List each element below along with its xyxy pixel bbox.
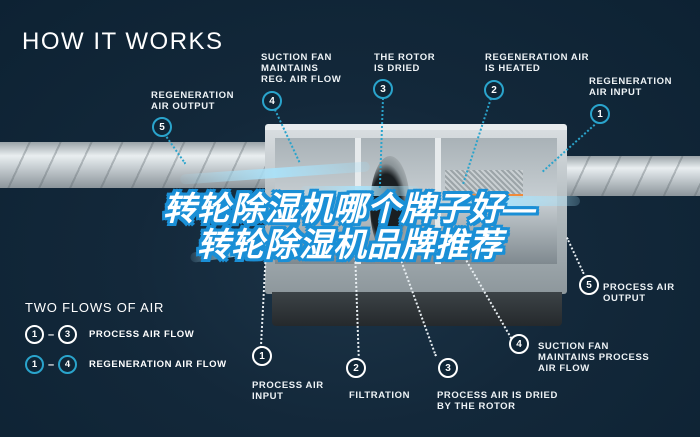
rotor	[370, 156, 410, 256]
step-badge: 5	[152, 117, 172, 137]
label-process-air-input: PROCESS AIR INPUT	[252, 380, 324, 402]
legend-dash: –	[47, 328, 55, 341]
step-badge: 3	[438, 358, 458, 378]
headline-line-2: 转轮除湿机品牌推荐	[197, 226, 503, 263]
label-suction-fan-process: SUCTION FAN MAINTAINS PROCESS AIR FLOW	[538, 341, 650, 374]
step-badge: 4	[262, 91, 282, 111]
label-regeneration-input: REGENERATION AIR INPUT	[589, 76, 673, 98]
label-regeneration-heated: REGENERATION AIR IS HEATED	[485, 52, 590, 74]
label-process-dried: PROCESS AIR IS DRIED BY THE ROTOR	[437, 390, 558, 412]
label-regeneration-air-output: REGENERATION AIR OUTPUT	[151, 90, 235, 112]
cabinet-base	[272, 292, 562, 326]
label-process-air-output: PROCESS AIR OUTPUT	[603, 282, 675, 304]
legend-label: PROCESS AIR FLOW	[89, 329, 195, 340]
regeneration-airflow	[300, 186, 420, 196]
step-badge: 2	[346, 358, 366, 378]
headline-line-1: 转轮除湿机哪个牌子好—	[163, 190, 537, 227]
right-duct	[560, 156, 700, 196]
legend-title: TWO FLOWS OF AIR	[25, 300, 165, 315]
legend-badge: 1	[25, 325, 44, 344]
legend-badge: 1	[25, 355, 44, 374]
left-duct	[0, 142, 280, 188]
step-badge: 3	[373, 79, 393, 99]
step-badge: 2	[484, 80, 504, 100]
step-badge: 1	[590, 104, 610, 124]
step-badge: 5	[579, 275, 599, 295]
legend-dash: –	[47, 358, 55, 371]
process-airflow	[440, 196, 580, 206]
step-badge: 1	[252, 346, 272, 366]
cabinet-interior	[275, 138, 557, 264]
legend-badge: 4	[58, 355, 77, 374]
legend-badge: 3	[58, 325, 77, 344]
page-title: HOW IT WORKS	[22, 28, 224, 55]
step-badge: 4	[509, 334, 529, 354]
label-suction-fan-reg: SUCTION FAN MAINTAINS REG. AIR FLOW	[261, 52, 342, 85]
label-rotor-dried: THE ROTOR IS DRIED	[374, 52, 436, 74]
label-filtration: FILTRATION	[349, 390, 411, 401]
legend-row-process: 1 – 3 PROCESS AIR FLOW	[25, 325, 194, 344]
legend-label: REGENERATION AIR FLOW	[89, 359, 227, 370]
divider-panel	[435, 138, 441, 264]
legend-row-regeneration: 1 – 4 REGENERATION AIR FLOW	[25, 355, 227, 374]
dehumidifier-cabinet	[265, 124, 567, 294]
divider-panel	[355, 138, 361, 264]
